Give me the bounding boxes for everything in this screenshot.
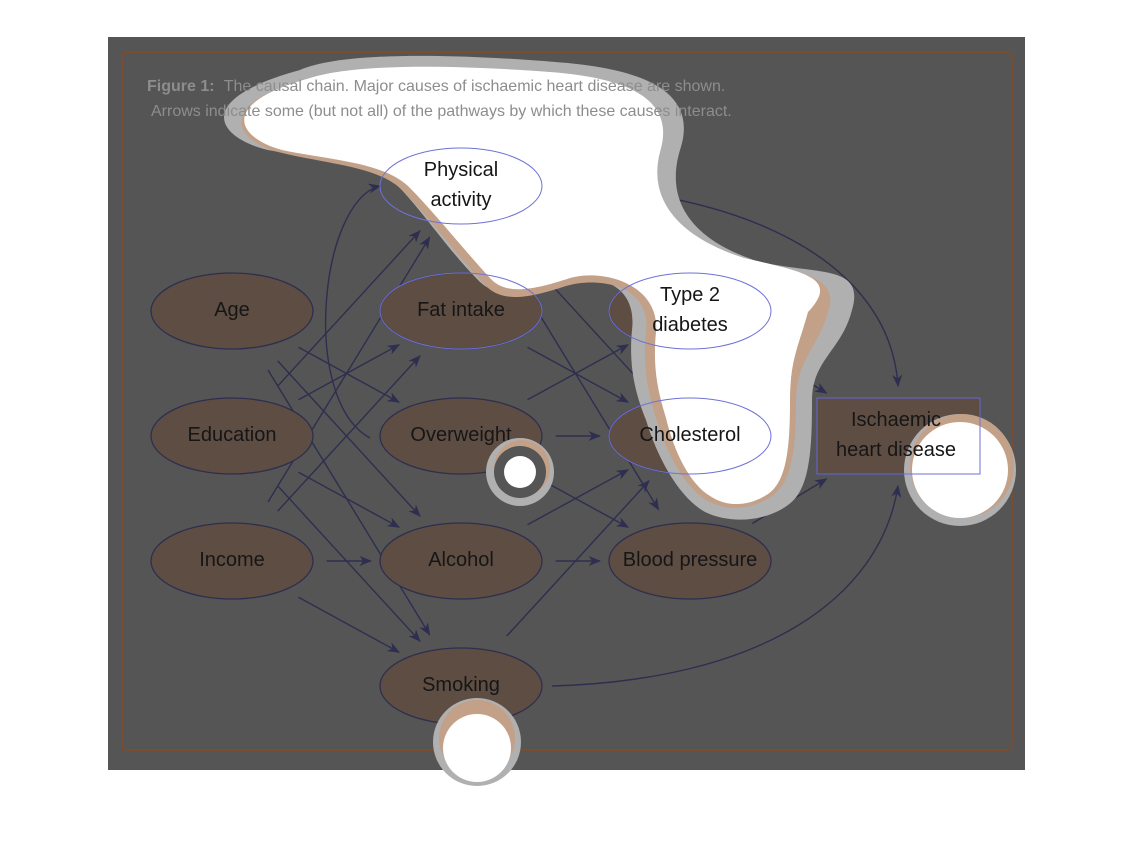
blob-ring-small-hole <box>504 456 536 488</box>
caption-figure-label: Figure 1: <box>147 78 215 95</box>
node-physical-activity-outline[interactable] <box>379 147 543 225</box>
arrow-age-to-alcohol <box>277 360 421 518</box>
arrow-smoking-to-cholesterol <box>506 479 650 637</box>
node-education-shape <box>150 397 314 475</box>
node-blood-pressure-label: Blood pressure <box>623 549 758 571</box>
label-line: Physical <box>424 159 498 181</box>
node-cholesterol-label: Cholesterol <box>639 424 740 446</box>
arrow-income-to-smoking <box>298 596 401 653</box>
blob-circle-right <box>912 422 1008 518</box>
node-education-label: Education <box>188 424 277 446</box>
node-income-shape <box>150 522 314 600</box>
node-income[interactable]: Income <box>150 522 314 600</box>
label-line: Alcohol <box>428 549 494 571</box>
node-income-label: Income <box>199 549 265 571</box>
label-line: Blood pressure <box>623 549 758 571</box>
node-ihd-label: Ischaemic heart disease <box>836 409 956 461</box>
node-blood-pressure[interactable]: Blood pressure <box>608 522 772 600</box>
arrow-overweight-to-physical_activity <box>325 183 382 439</box>
node-age[interactable]: Age <box>150 272 314 350</box>
node-age-shape <box>150 272 314 350</box>
blob-large <box>244 66 821 505</box>
caption-line-1-text: The causal chain. Major causes of ischae… <box>224 78 726 95</box>
node-alcohol-label: Alcohol <box>428 549 494 571</box>
node-ihd-outline <box>816 397 981 475</box>
diagram-frame <box>121 51 1013 751</box>
node-overweight-label: Overweight <box>410 424 512 446</box>
label-line: Overweight <box>410 424 512 446</box>
node-fat-intake-outline <box>379 272 543 350</box>
figure-caption: Figure 1: The causal chain. Major causes… <box>147 78 732 120</box>
label-line: Fat intake <box>417 299 505 321</box>
blob-circle-bottom <box>443 714 511 782</box>
arrow-income-to-fat_intake <box>277 354 421 512</box>
label-line: Type 2 <box>660 284 720 306</box>
node-physical-activity-label: Physical activity <box>424 159 498 211</box>
label-line: Cholesterol <box>639 424 740 446</box>
arrow-education-to-fat_intake <box>298 344 401 401</box>
node-blood-pressure-shape <box>608 522 772 600</box>
node-alcohol[interactable]: Alcohol <box>379 522 543 600</box>
node-type2-diabetes-outline <box>608 272 772 350</box>
arrow-overweight-to-type2_diabetes <box>527 344 630 401</box>
node-type2-diabetes-label: Type 2 diabetes <box>652 284 728 336</box>
arrow-education-to-alcohol <box>298 471 401 528</box>
caption-line-2: Arrows indicate some (but not all) of th… <box>151 103 732 120</box>
label-line: Ischaemic <box>851 409 941 431</box>
arrow-alcohol-to-cholesterol <box>527 469 630 526</box>
label-line: heart disease <box>836 439 956 461</box>
blob-overlays <box>223 55 1016 786</box>
node-education[interactable]: Education <box>150 397 314 475</box>
label-line: Smoking <box>422 674 500 696</box>
label-line: Income <box>199 549 265 571</box>
label-line: Education <box>188 424 277 446</box>
arrow-age-to-overweight <box>298 346 401 403</box>
arrow-education-to-smoking <box>277 485 421 643</box>
label-line: Age <box>214 299 250 321</box>
highlight-layer: Physical activity Type 2 diabetes Choleste… <box>379 147 981 475</box>
arrow-fat_intake-to-cholesterol <box>527 346 630 403</box>
node-age-label: Age <box>214 299 250 321</box>
node-alcohol-shape <box>379 522 543 600</box>
label-line: diabetes <box>652 314 728 336</box>
arrow-education-to-physical_activity <box>277 229 421 387</box>
label-line: activity <box>430 189 491 211</box>
node-smoking-label: Smoking <box>422 674 500 696</box>
caption-line-1: Figure 1: The causal chain. Major causes… <box>147 78 725 95</box>
node-cholesterol-outline <box>608 397 772 475</box>
arrow-smoking-to-ihd <box>551 484 902 687</box>
node-fat-intake-label: Fat intake <box>417 299 505 321</box>
